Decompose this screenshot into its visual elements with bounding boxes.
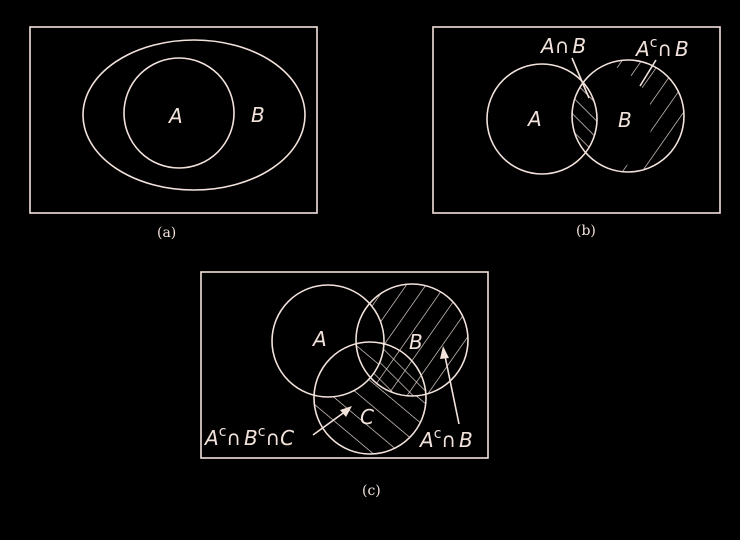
caption-c: (c): [362, 483, 381, 499]
hatch-b-intersect-c-dense: [356, 342, 426, 396]
label-set-b: B: [409, 330, 423, 354]
set-b-ellipse: [82, 39, 306, 191]
set-a-circle: [271, 284, 385, 398]
set-b-circle: [571, 59, 685, 173]
caption-a: (a): [157, 225, 176, 241]
set-a-circle: [486, 63, 598, 175]
universe-rectangle-a: [29, 26, 318, 214]
label-set-c: C: [360, 405, 374, 429]
hatch-complement-a-intersect-b: [356, 284, 468, 396]
arrowhead-right: [440, 346, 449, 359]
caption-b: (b): [576, 223, 596, 239]
set-b-circle: [355, 283, 469, 397]
hatch-complement-a-complement-b-intersect-c: [314, 342, 426, 454]
annotation-complement-a-intersect-b: Ac∩B: [418, 426, 473, 452]
annotation-a-intersect-b: A∩B: [539, 34, 586, 58]
universe-rectangle-c: [200, 271, 489, 459]
panel-c: A B C Ac∩Bc∩C Ac∩B (c): [200, 271, 489, 499]
label-set-a: A: [526, 107, 542, 131]
label-set-a: A: [167, 104, 183, 128]
set-a-circle: [123, 57, 235, 169]
panel-b: A B A∩B Ac∩B (b): [432, 26, 721, 239]
panel-a: A B (a): [29, 26, 318, 241]
arrowhead-left: [340, 406, 352, 417]
leader-line-complement-a-intersect-b: [639, 59, 657, 87]
label-set-a: A: [311, 327, 327, 351]
arrow-line-right: [444, 355, 460, 425]
arrow-line-left: [312, 410, 347, 436]
hatch-complement-a-intersect-b: [572, 60, 684, 172]
set-c-circle: [313, 341, 427, 455]
label-set-b: B: [618, 108, 632, 132]
universe-rectangle-b: [432, 26, 721, 214]
label-set-b: B: [251, 103, 265, 127]
annotation-complement-a-complement-b-intersect-c: Ac∩Bc∩C: [203, 424, 294, 450]
annotation-complement-a-intersect-b: Ac∩B: [634, 35, 689, 61]
leader-line-a-intersect-b: [571, 57, 590, 99]
